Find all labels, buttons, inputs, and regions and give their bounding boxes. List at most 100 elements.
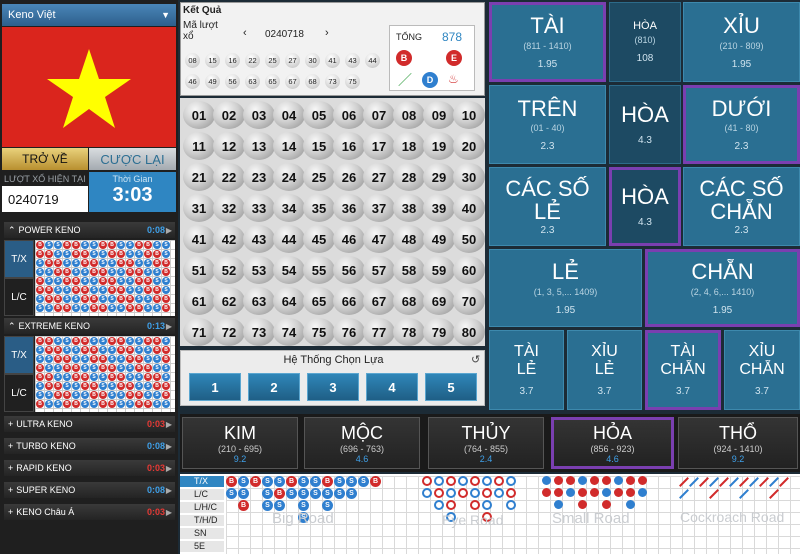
number-ball[interactable]: 57 — [363, 256, 395, 284]
number-ball[interactable]: 37 — [363, 194, 395, 222]
roadmap-tab-3[interactable]: T/H/D — [180, 515, 224, 527]
number-ball[interactable]: 05 — [303, 101, 335, 129]
roadmap-tab-1[interactable]: L/C — [180, 489, 224, 501]
number-ball[interactable]: 28 — [393, 163, 425, 191]
number-ball[interactable]: 54 — [273, 256, 305, 284]
number-ball[interactable]: 25 — [303, 163, 335, 191]
bet-tai[interactable]: TÀI(811 - 1410)1.95 — [489, 2, 606, 82]
number-ball[interactable]: 70 — [453, 287, 485, 315]
reset-icon[interactable]: ↺ — [471, 354, 481, 366]
number-ball[interactable]: 67 — [363, 287, 395, 315]
number-ball[interactable]: 21 — [183, 163, 215, 191]
number-ball[interactable]: 35 — [303, 194, 335, 222]
number-ball[interactable]: 12 — [213, 132, 245, 160]
prev-draw-icon[interactable]: ‹ — [243, 27, 247, 39]
system-button-4[interactable]: 4 — [366, 373, 418, 401]
number-ball[interactable]: 47 — [363, 225, 395, 253]
system-button-5[interactable]: 5 — [425, 373, 477, 401]
roadmap-tab-2[interactable]: L/H/C — [180, 502, 224, 514]
next-draw-icon[interactable]: › — [325, 27, 329, 39]
number-ball[interactable]: 50 — [453, 225, 485, 253]
system-button-2[interactable]: 2 — [248, 373, 300, 401]
number-ball[interactable]: 36 — [333, 194, 365, 222]
number-ball[interactable]: 68 — [393, 287, 425, 315]
number-ball[interactable]: 18 — [393, 132, 425, 160]
number-ball[interactable]: 43 — [243, 225, 275, 253]
number-ball[interactable]: 10 — [453, 101, 485, 129]
number-ball[interactable]: 40 — [453, 194, 485, 222]
bet-tren[interactable]: TRÊN(01 - 40)2.3 — [489, 85, 606, 164]
number-ball[interactable]: 62 — [213, 287, 245, 315]
number-ball[interactable]: 64 — [273, 287, 305, 315]
number-ball[interactable]: 33 — [243, 194, 275, 222]
bet-xiu[interactable]: XỈU(210 - 809)1.95 — [683, 2, 800, 82]
number-ball[interactable]: 42 — [213, 225, 245, 253]
bet-kim[interactable]: KIM(210 - 695)9.2 — [182, 417, 298, 469]
number-ball[interactable]: 11 — [183, 132, 215, 160]
number-ball[interactable]: 16 — [333, 132, 365, 160]
bet-le[interactable]: LẺ(1, 3, 5,... 1409)1.95 — [489, 249, 642, 327]
number-ball[interactable]: 61 — [183, 287, 215, 315]
number-ball[interactable]: 04 — [273, 101, 305, 129]
tab-lc-0[interactable]: L/C — [4, 278, 34, 316]
number-ball[interactable]: 58 — [393, 256, 425, 284]
number-ball[interactable]: 69 — [423, 287, 455, 315]
number-ball[interactable]: 55 — [303, 256, 335, 284]
number-ball[interactable]: 01 — [183, 101, 215, 129]
number-ball[interactable]: 63 — [243, 287, 275, 315]
number-ball[interactable]: 73 — [243, 318, 275, 346]
number-ball[interactable]: 49 — [423, 225, 455, 253]
number-ball[interactable]: 45 — [303, 225, 335, 253]
system-button-3[interactable]: 3 — [307, 373, 359, 401]
roadmap-tab-0[interactable]: T/X — [180, 476, 224, 488]
roadmap-tab-4[interactable]: SN — [180, 528, 224, 540]
number-ball[interactable]: 08 — [393, 101, 425, 129]
number-ball[interactable]: 79 — [423, 318, 455, 346]
number-ball[interactable]: 41 — [183, 225, 215, 253]
number-ball[interactable]: 44 — [273, 225, 305, 253]
number-ball[interactable]: 76 — [333, 318, 365, 346]
number-ball[interactable]: 02 — [213, 101, 245, 129]
number-ball[interactable]: 46 — [333, 225, 365, 253]
number-ball[interactable]: 27 — [363, 163, 395, 191]
number-ball[interactable]: 66 — [333, 287, 365, 315]
number-ball[interactable]: 38 — [393, 194, 425, 222]
number-ball[interactable]: 15 — [303, 132, 335, 160]
number-ball[interactable]: 32 — [213, 194, 245, 222]
number-ball[interactable]: 13 — [243, 132, 275, 160]
number-ball[interactable]: 75 — [303, 318, 335, 346]
bet-tho[interactable]: THỔ(924 - 1410)9.2 — [678, 417, 798, 469]
number-ball[interactable]: 06 — [333, 101, 365, 129]
number-ball[interactable]: 53 — [243, 256, 275, 284]
number-ball[interactable]: 03 — [243, 101, 275, 129]
number-ball[interactable]: 23 — [243, 163, 275, 191]
tab-tx-0[interactable]: T/X — [4, 240, 34, 278]
number-ball[interactable]: 77 — [363, 318, 395, 346]
number-ball[interactable]: 22 — [213, 163, 245, 191]
roadmap-tab-5[interactable]: 5E — [180, 541, 224, 553]
number-ball[interactable]: 31 — [183, 194, 215, 222]
number-ball[interactable]: 65 — [303, 287, 335, 315]
number-ball[interactable]: 17 — [363, 132, 395, 160]
number-ball[interactable]: 30 — [453, 163, 485, 191]
number-ball[interactable]: 48 — [393, 225, 425, 253]
tab-lc-1[interactable]: L/C — [4, 374, 34, 412]
number-ball[interactable]: 80 — [453, 318, 485, 346]
number-ball[interactable]: 07 — [363, 101, 395, 129]
bet-thuy[interactable]: THỦY(764 - 855)2.4 — [428, 417, 544, 469]
tab-tx-1[interactable]: T/X — [4, 336, 34, 374]
